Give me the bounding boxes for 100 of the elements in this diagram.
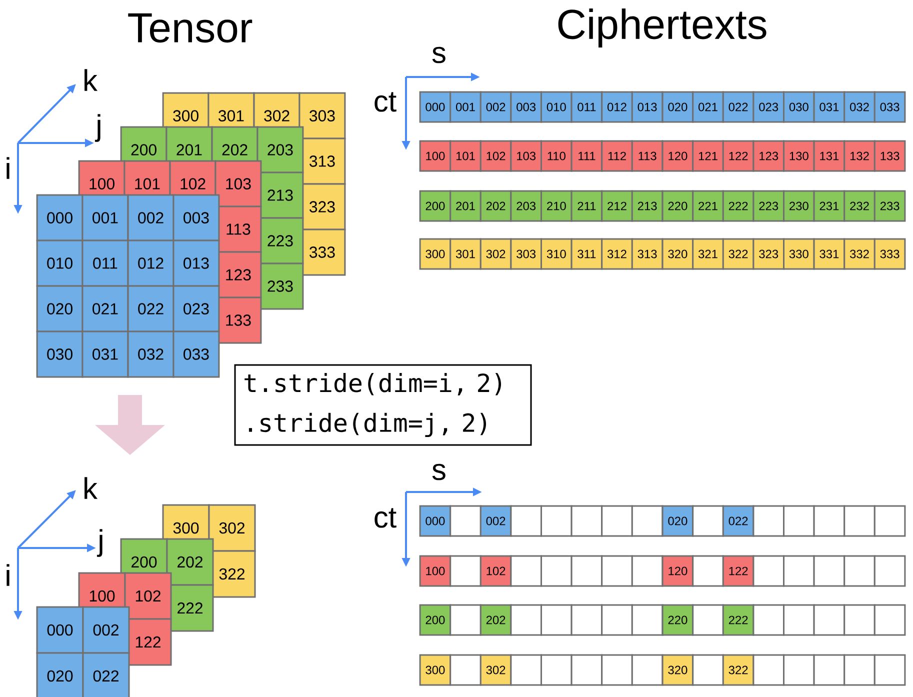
- table-cell: 120: [662, 140, 694, 172]
- table-cell: 000: [36, 606, 84, 654]
- table-cell: 022: [127, 285, 174, 332]
- table-cell: 123: [752, 140, 784, 172]
- table-cell: 130: [783, 140, 815, 172]
- table-cell: 000: [419, 91, 452, 123]
- table-cell: 003: [172, 194, 220, 242]
- table-cell: 010: [36, 240, 84, 287]
- table-cell: 032: [844, 91, 876, 123]
- table-cell: 202: [480, 190, 512, 222]
- table-cell: 103: [214, 160, 262, 208]
- axis-label: k: [84, 477, 98, 499]
- table-cell: 100: [419, 140, 452, 172]
- table-cell: 111: [570, 140, 603, 172]
- table-cell: 113: [631, 140, 664, 172]
- table-cell: 320: [662, 238, 694, 270]
- table-cell: 302: [480, 654, 512, 686]
- table-cell: 023: [172, 285, 220, 332]
- table-cell: 101: [450, 140, 482, 172]
- table-cell: 302: [480, 238, 512, 270]
- table-cell: 210: [540, 190, 572, 222]
- table-cell: 033: [874, 91, 906, 123]
- table-cell: 320: [662, 654, 694, 686]
- table-cell: 002: [82, 606, 130, 654]
- table-cell: 022: [722, 505, 754, 537]
- table-cell: 011: [82, 240, 129, 287]
- table-cell: 231: [813, 190, 846, 222]
- axis-label: s: [432, 46, 446, 64]
- table-cell: 303: [510, 238, 542, 270]
- axis-label: ct: [374, 508, 396, 528]
- table-cell: 312: [601, 238, 633, 270]
- table-cell: 100: [419, 555, 452, 587]
- table-cell: 030: [783, 91, 815, 123]
- table-cell: 213: [256, 172, 304, 219]
- table-cell: 133: [214, 296, 262, 344]
- table-cell: 222: [166, 584, 214, 632]
- table-cell: 032: [127, 330, 174, 378]
- table-cell: 121: [692, 140, 724, 172]
- table-cell: 013: [631, 91, 664, 123]
- table-cell: 212: [601, 190, 633, 222]
- table-cell: 230: [783, 190, 815, 222]
- table-cell: 102: [480, 555, 512, 587]
- table-cell: 010: [540, 91, 572, 123]
- table-cell: 122: [722, 555, 754, 587]
- table-cell: 000: [419, 505, 452, 537]
- table-cell: 321: [692, 238, 724, 270]
- table-cell: 300: [419, 654, 452, 686]
- table-cell: 002: [480, 505, 512, 537]
- table-cell: 122: [124, 618, 172, 666]
- table-cell: 002: [480, 91, 512, 123]
- table-cell: 232: [844, 190, 876, 222]
- table-cell: 322: [722, 238, 754, 270]
- table-cell: 310: [540, 238, 572, 270]
- table-cell: 031: [813, 91, 846, 123]
- table-cell: 122: [722, 140, 754, 172]
- table-cell: 332: [844, 238, 876, 270]
- table-cell: 120: [662, 555, 694, 587]
- table-cell: 300: [419, 238, 452, 270]
- table-cell: 221: [692, 190, 724, 222]
- table-cell: 322: [208, 550, 256, 598]
- table-cell: 103: [510, 140, 542, 172]
- table-cell: 211: [570, 190, 603, 222]
- table-cell: 201: [450, 190, 482, 222]
- table-cell: 302: [208, 504, 256, 552]
- table-cell: 011: [570, 91, 603, 123]
- table-cell: 331: [813, 238, 846, 270]
- axis-label: j: [96, 529, 102, 557]
- table-cell: 110: [540, 140, 572, 172]
- axis-label: i: [6, 564, 10, 586]
- table-cell: 022: [82, 652, 130, 697]
- table-cell: 202: [480, 604, 512, 636]
- table-cell: 333: [298, 228, 346, 276]
- code-box: t.stride(dim=i, 2) .stride(dim=j, 2): [234, 364, 532, 446]
- table-cell: 202: [166, 538, 214, 586]
- axis-label: j: [94, 114, 100, 142]
- axis-label: ct: [374, 92, 396, 112]
- table-cell: 012: [601, 91, 633, 123]
- table-cell: 220: [662, 190, 694, 222]
- table-cell: 020: [662, 91, 694, 123]
- table-cell: 330: [783, 238, 815, 270]
- table-cell: 021: [692, 91, 724, 123]
- table-cell: 030: [36, 330, 84, 378]
- table-cell: 203: [256, 126, 304, 174]
- table-cell: 220: [662, 604, 694, 636]
- table-cell: 020: [662, 505, 694, 537]
- axis-label: k: [84, 69, 98, 91]
- table-cell: 003: [510, 91, 542, 123]
- heading: Tensor: [128, 13, 252, 43]
- table-cell: 002: [127, 194, 174, 242]
- table-cell: 313: [631, 238, 664, 270]
- table-cell: 020: [36, 285, 84, 332]
- table-cell: 301: [450, 238, 482, 270]
- table-cell: 013: [172, 240, 220, 287]
- table-cell: 303: [298, 92, 346, 140]
- table-cell: 322: [722, 654, 754, 686]
- table-cell: 223: [752, 190, 784, 222]
- table-cell: 213: [631, 190, 664, 222]
- table-cell: 020: [36, 652, 84, 697]
- axis-label: i: [6, 157, 10, 179]
- table-cell: 001: [450, 91, 482, 123]
